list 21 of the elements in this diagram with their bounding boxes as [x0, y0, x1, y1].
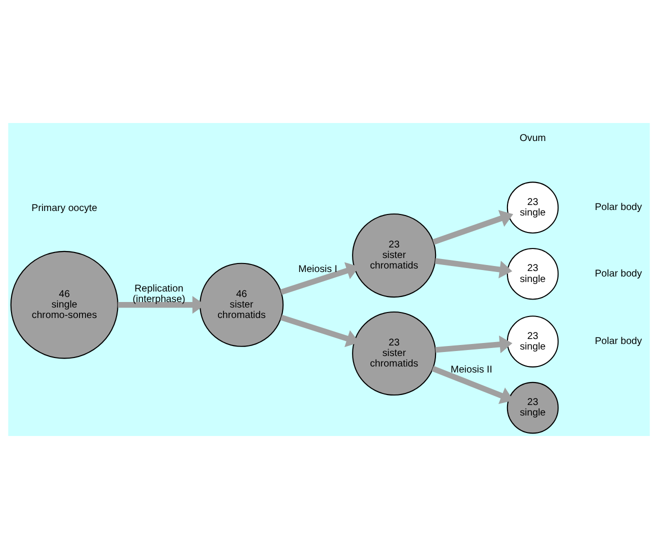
node-circle: 23 sister chromatids: [352, 214, 436, 298]
node-label: Polar body: [594, 336, 642, 348]
node-circle: 23 single: [506, 316, 559, 368]
edge-label: Replication (interphase): [132, 284, 186, 306]
arrow: [432, 366, 514, 404]
node-circle: 46 sister chromatids: [200, 262, 284, 347]
edge-label: Meiosis II: [450, 364, 492, 376]
node-circle: 46 single chromo-somes: [10, 250, 118, 359]
arrow: [280, 262, 360, 295]
arrow: [432, 210, 514, 245]
node-label: Polar body: [594, 268, 642, 280]
node-circle: 23 single: [506, 248, 559, 300]
arrow: [435, 336, 512, 354]
node-circle: 23 single: [506, 182, 559, 234]
node-circle: 23 single: [506, 382, 559, 434]
node-label: Primary oocyte: [32, 202, 98, 214]
edge-label: Meiosis I: [298, 264, 338, 275]
arrow: [434, 258, 512, 278]
node-label: Polar body: [594, 202, 642, 214]
label: Ovum: [520, 133, 546, 144]
node-circle: 23 sister chromatids: [352, 311, 436, 396]
